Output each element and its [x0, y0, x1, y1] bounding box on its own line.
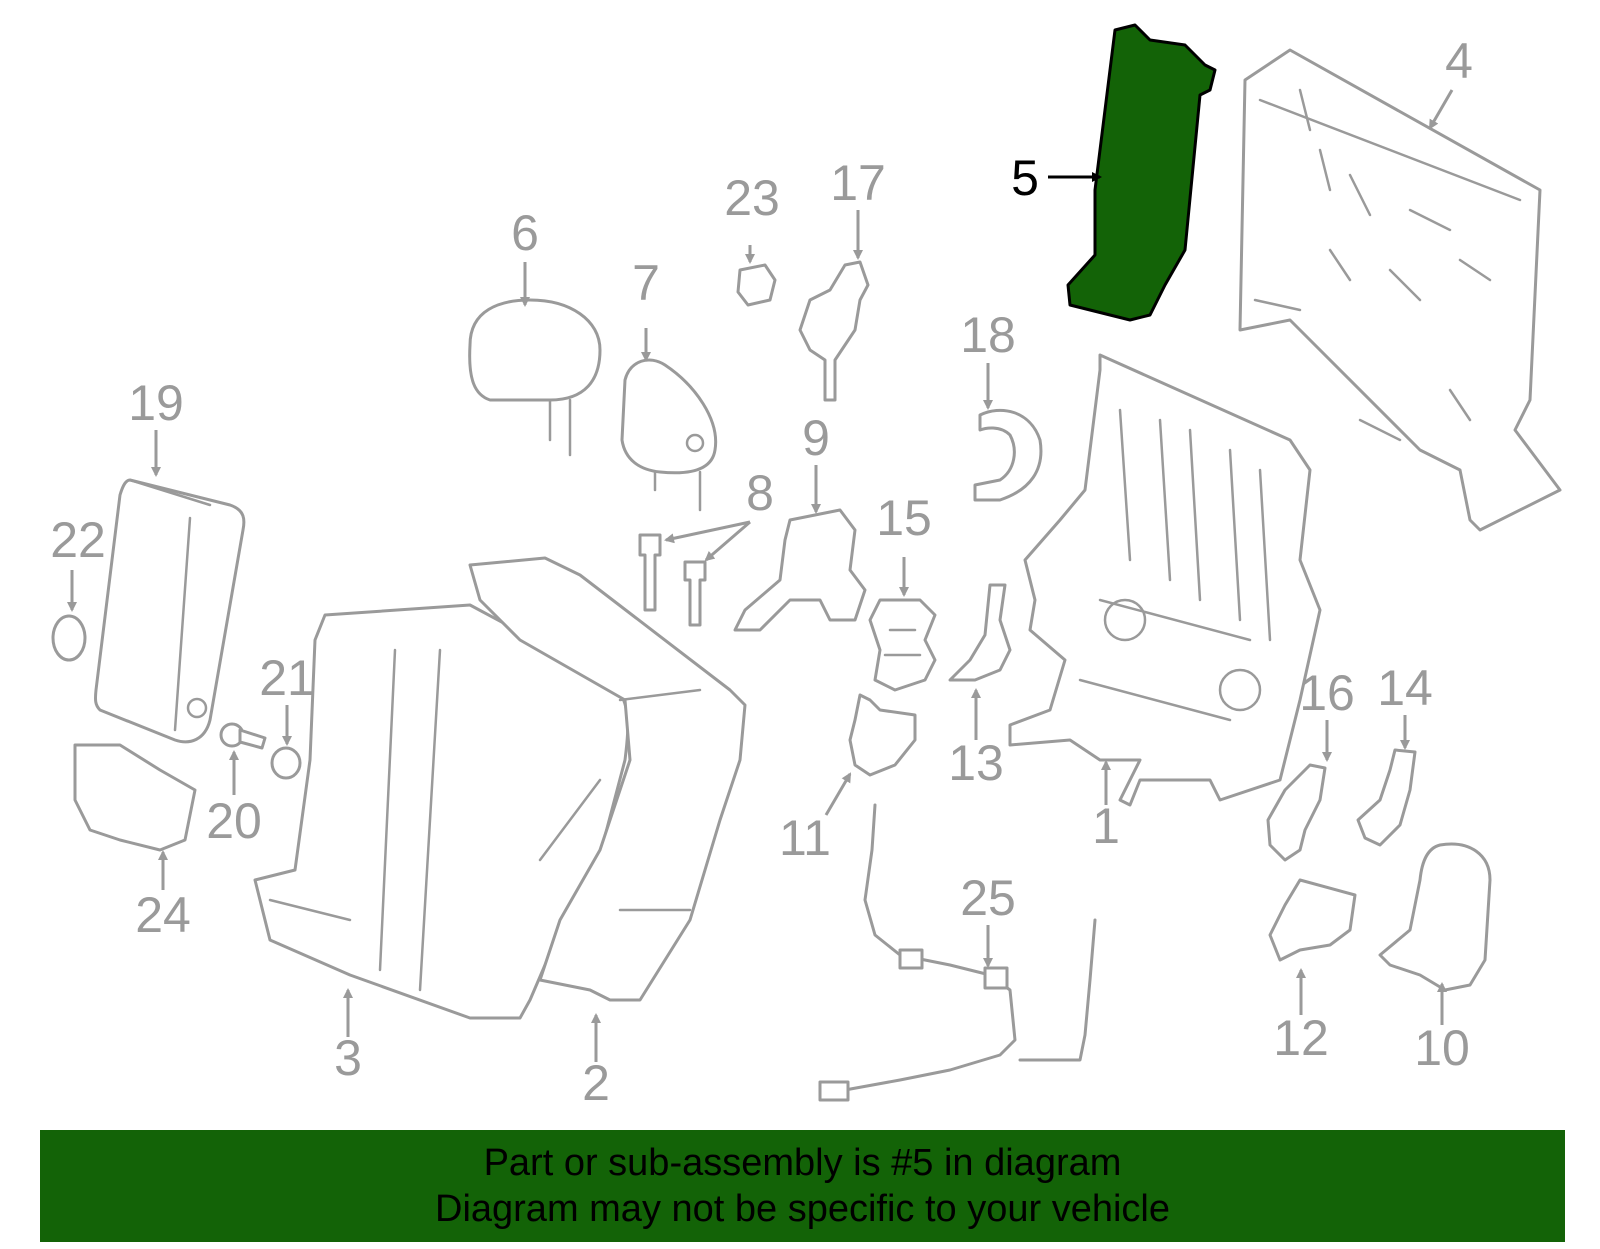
callout-25: 25 — [960, 870, 1016, 926]
callout-20: 20 — [206, 793, 262, 849]
callout-23: 23 — [724, 170, 780, 226]
part-21-nut — [270, 746, 302, 780]
part-4-back-panel — [1238, 48, 1562, 532]
callout-2: 2 — [582, 1055, 610, 1111]
callout-13: 13 — [948, 735, 1004, 791]
part-20-bolt — [219, 722, 267, 750]
banner-line-part-number: Part or sub-assembly is #5 in diagram — [483, 1142, 1122, 1184]
callout-4: 4 — [1445, 33, 1473, 89]
callout-3: 3 — [334, 1030, 362, 1086]
callout-labels: 1 2 3 4 5 6 7 8 9 10 11 12 13 14 15 16 1… — [50, 33, 1473, 1111]
callout-14: 14 — [1377, 660, 1433, 716]
part-15-latch — [868, 598, 937, 692]
part-2-seatback-cushion — [468, 556, 747, 1002]
part-16-bracket — [1266, 763, 1327, 862]
callout-22: 22 — [50, 512, 106, 568]
callout-6: 6 — [511, 205, 539, 261]
part-12-trim — [1268, 878, 1357, 962]
banner-line-disclaimer: Diagram may not be specific to your vehi… — [435, 1188, 1170, 1230]
callout-1: 1 — [1092, 798, 1120, 854]
part-9-bracket — [733, 508, 867, 632]
part-11-cover — [848, 693, 917, 777]
part-25-wiring-harness — [818, 803, 1097, 1102]
part-22-cap — [51, 614, 87, 662]
part-8-headrest-guides — [638, 533, 707, 627]
callout-9: 9 — [802, 410, 830, 466]
part-7-headrest — [620, 358, 718, 512]
part-13-trim — [948, 583, 1012, 682]
callout-5: 5 — [1011, 150, 1039, 206]
part-1-seatback-frame — [1008, 353, 1322, 807]
callout-7: 7 — [632, 255, 660, 311]
callout-8: 8 — [746, 465, 774, 521]
part-5-highlighted — [1066, 23, 1217, 322]
part-10-side-panel — [1378, 842, 1492, 992]
callout-18: 18 — [960, 307, 1016, 363]
callout-10: 10 — [1414, 1020, 1470, 1076]
part-19-armrest — [94, 478, 246, 744]
callout-15: 15 — [876, 490, 932, 546]
callout-21: 21 — [259, 650, 315, 706]
part-14-cover — [1356, 748, 1417, 847]
part-17-recliner-bracket — [798, 260, 870, 402]
callout-11: 11 — [779, 810, 831, 866]
part-23-clip — [736, 263, 777, 307]
part-18-hook — [973, 408, 1043, 502]
callout-16: 16 — [1299, 665, 1355, 721]
callout-12: 12 — [1273, 1010, 1329, 1066]
callout-19: 19 — [128, 375, 184, 431]
callout-arrows — [67, 89, 1454, 1062]
info-banner: Part or sub-assembly is #5 in diagram Di… — [40, 1130, 1565, 1242]
callout-17: 17 — [830, 155, 886, 211]
callout-24: 24 — [135, 887, 191, 943]
part-6-headrest — [468, 298, 602, 457]
part-24-armrest-lid — [73, 743, 197, 852]
